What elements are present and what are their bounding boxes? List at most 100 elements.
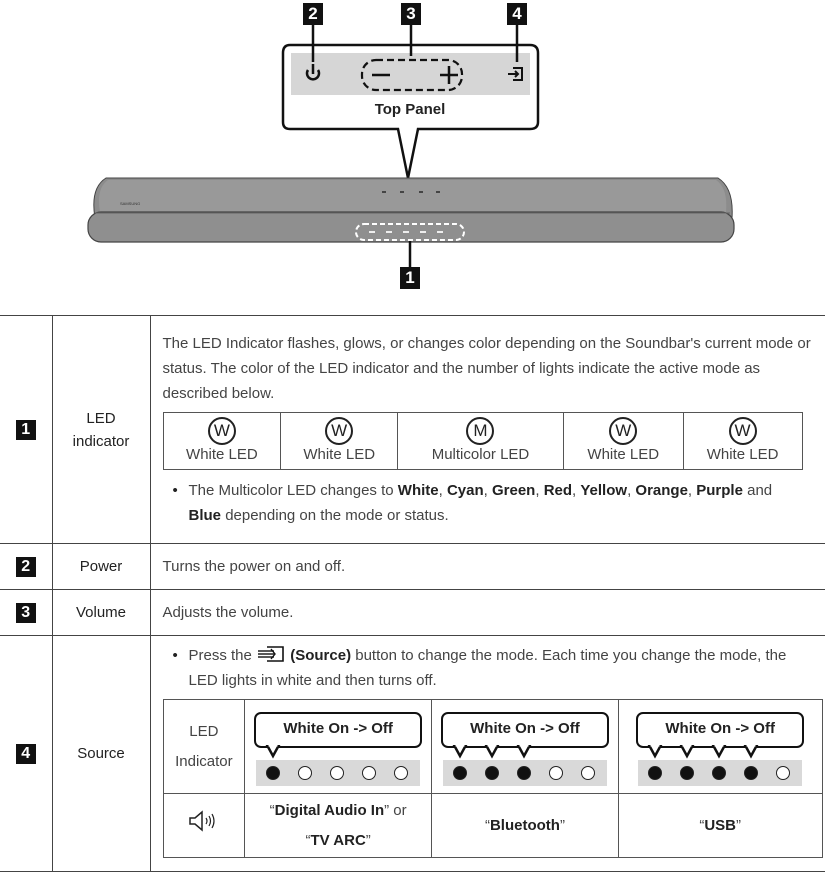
mode-led-cell: White On -> Off (617, 699, 823, 794)
callout-1: 1 (400, 267, 420, 289)
led-intro-text: The LED Indicator flashes, glows, or cha… (162, 335, 811, 402)
bubble-pointer-cover (487, 744, 497, 746)
bubble-pointer-cover (714, 744, 724, 746)
mode-led-graphic: White On -> Off (440, 711, 609, 786)
row-name: Power (52, 543, 151, 590)
bubble-pointer (679, 744, 695, 759)
led-dot-on (744, 765, 759, 780)
mode-name: Digital Audio In (274, 801, 385, 819)
bubble-pointer-cover (455, 744, 465, 746)
source-icon (258, 646, 284, 662)
mode-name: USB (704, 816, 736, 834)
led-letter-icon: M (466, 417, 495, 445)
mode-led-graphic: White On -> Off (254, 711, 423, 786)
bubble-pointer-cover (746, 744, 756, 746)
mode-name-cell: “USB” (617, 793, 823, 858)
soundbar-illustration: SAMSUNG (87, 24, 735, 268)
row-description: Press the (Source) button to change the … (150, 635, 825, 872)
bubble-pointer (743, 744, 759, 759)
callout-2: 2 (303, 3, 323, 25)
source-icon (508, 67, 523, 81)
bubble-pointer (265, 744, 281, 759)
table-row: 3 Volume Adjusts the volume. (0, 589, 825, 636)
led-label: White LED (303, 446, 376, 463)
led-dots (638, 759, 803, 786)
mode-name: Bluetooth (489, 816, 560, 834)
row-number: 3 (15, 602, 36, 623)
led-label: White LED (706, 446, 779, 463)
row-number: 1 (15, 419, 36, 440)
row-description: Turns the power on and off. (150, 543, 825, 590)
mode-name: TV ARC (310, 831, 366, 849)
multicolor-note: The Multicolor LED changes to White, Cya… (173, 478, 814, 528)
bubble-pointer-cover (268, 744, 278, 746)
row-number: 2 (15, 556, 36, 577)
bubble-pointer (516, 744, 532, 759)
row-number: 4 (15, 743, 36, 764)
status-bubble: White On -> Off (636, 711, 805, 748)
status-bubble: White On -> Off (254, 711, 423, 748)
bubble-pointer (647, 744, 663, 759)
bubble-pointer-cover (519, 744, 529, 746)
mode-led-cell: White On -> Off (244, 699, 433, 794)
led-dot-off (362, 765, 377, 780)
speaker-cell (162, 793, 246, 858)
led-dot-on (266, 765, 281, 780)
led-dot-off (548, 765, 563, 780)
top-panel-label: Top Panel (374, 101, 446, 118)
bubble-pointer (452, 744, 468, 759)
row-name: Source (52, 635, 151, 872)
led-legend-table: W White LED W White LED M Multicolor LED… (162, 412, 803, 470)
led-label: Multicolor LED (431, 446, 530, 463)
row-description: Adjusts the volume. (150, 589, 825, 636)
mode-name-cell: “Digital Audio In” or “TV ARC” (244, 793, 433, 858)
bubble-pointer-cover (682, 744, 692, 746)
table-row: 2 Power Turns the power on and off. (0, 543, 825, 590)
led-cell: M Multicolor LED (397, 412, 564, 470)
led-cell: W White LED (562, 412, 684, 470)
led-label: White LED (587, 446, 660, 463)
led-dot-on (712, 765, 727, 780)
led-dot-off (330, 765, 345, 780)
led-letter-icon: W (325, 417, 354, 445)
mode-led-cell: White On -> Off (431, 699, 619, 794)
soundbar-diagram: SAMSUNG 2 3 4 1 Top Panel (0, 0, 825, 300)
speaker-icon (189, 809, 215, 832)
led-cell: W White LED (280, 412, 399, 470)
led-letter-icon: W (207, 417, 236, 445)
row-name: Volume (52, 589, 151, 636)
led-dots (256, 759, 421, 786)
led-dot-on (680, 765, 695, 780)
bubble-pointers (452, 744, 532, 759)
callout-4: 4 (507, 3, 527, 25)
power-icon (305, 64, 321, 81)
row-description: The LED Indicator flashes, glows, or cha… (150, 315, 825, 544)
bubble-pointers (265, 744, 281, 759)
led-dot-off (580, 765, 595, 780)
led-dot-on (648, 765, 663, 780)
led-dot-on (484, 765, 499, 780)
led-cell: W White LED (682, 412, 803, 470)
bubble-pointers (647, 744, 759, 759)
bubble-pointer (711, 744, 727, 759)
table-row: 4 Source Press the (Source) button to ch… (0, 635, 825, 872)
bubble-pointer-cover (650, 744, 660, 746)
led-dot-off (776, 765, 791, 780)
source-instruction: Press the (Source) button to change the … (173, 643, 814, 693)
led-dot-off (394, 765, 409, 780)
mode-name-cell: “Bluetooth” (431, 793, 619, 858)
led-letter-icon: W (728, 417, 757, 445)
led-dot-on (452, 765, 467, 780)
led-dots (442, 759, 607, 786)
mode-led-graphic: White On -> Off (636, 711, 805, 786)
svg-text:SAMSUNG: SAMSUNG (120, 201, 140, 206)
led-letter-icon: W (609, 417, 638, 445)
bubble-pointer (484, 744, 500, 759)
led-dot-on (516, 765, 531, 780)
volume-plus-icon (440, 66, 458, 84)
